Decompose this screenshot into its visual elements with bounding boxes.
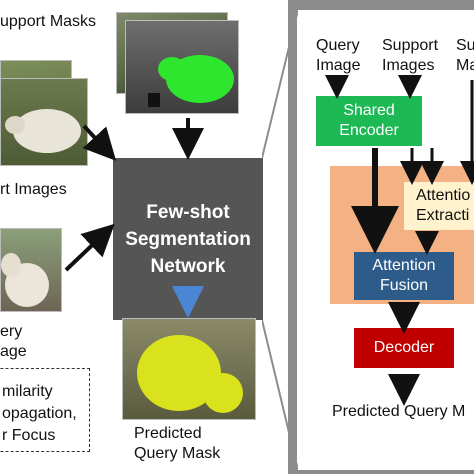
attention-extraction-line1: Attentio — [416, 187, 471, 204]
output-label: Predicted Query M — [332, 403, 466, 420]
attention-fusion-line2: Fusion — [379, 277, 429, 294]
lamb-photo — [1, 253, 49, 307]
attention-extraction-line2: Extracti — [416, 207, 470, 224]
yellow-sheep-mask — [137, 335, 243, 413]
predicted-mask-photo — [122, 318, 256, 420]
decoder: Decoder — [354, 328, 454, 368]
support-images-label: rt Images — [0, 181, 67, 198]
arrow-query-to-network — [64, 223, 115, 272]
input-query-line1: Query — [316, 37, 360, 54]
note-line2: opagation, — [2, 405, 77, 422]
network-label-line3: Network — [150, 255, 226, 277]
panel-connector-lines — [262, 9, 298, 471]
query-image-label-line1: ery — [0, 323, 23, 340]
support-masks-label: upport Masks — [0, 13, 97, 30]
attention-fusion: Attention Fusion — [354, 252, 454, 300]
note-box — [0, 368, 90, 452]
support-image-photo-front — [0, 78, 88, 166]
input-support-line2: Images — [382, 57, 435, 74]
query-image-photo — [0, 228, 62, 312]
few-shot-segmentation-network: Few-shot Segmentation Network — [113, 158, 263, 320]
network-label-line1: Few-shot — [146, 201, 230, 223]
input-support-line1: Support — [382, 37, 439, 54]
note-line3: r Focus — [2, 427, 56, 444]
network-label-line2: Segmentation — [125, 228, 251, 250]
predicted-label-line1: Predicted — [134, 425, 202, 442]
left-arrows — [64, 118, 204, 318]
panel-arrows — [325, 75, 474, 406]
sheep-photo — [5, 109, 81, 153]
predicted-label-line2: Query Mask — [134, 445, 221, 462]
input-masks-line1: Su — [456, 37, 474, 54]
input-masks-line2: Ma — [456, 57, 474, 74]
input-query-line2: Image — [316, 57, 361, 74]
note-line1: milarity — [2, 383, 53, 400]
query-image-label-line2: age — [0, 343, 27, 360]
shared-encoder-line2: Encoder — [339, 122, 399, 139]
shared-encoder: Shared Encoder — [316, 96, 422, 146]
arrow-support-to-network — [82, 124, 117, 161]
shared-encoder-line1: Shared — [343, 102, 395, 119]
decoder-label: Decoder — [373, 339, 435, 356]
green-sheep-mask — [148, 55, 234, 107]
support-mask-photo-front — [125, 20, 239, 114]
attention-extraction: Attentio Extracti — [404, 182, 474, 230]
attention-fusion-line1: Attention — [372, 257, 436, 274]
